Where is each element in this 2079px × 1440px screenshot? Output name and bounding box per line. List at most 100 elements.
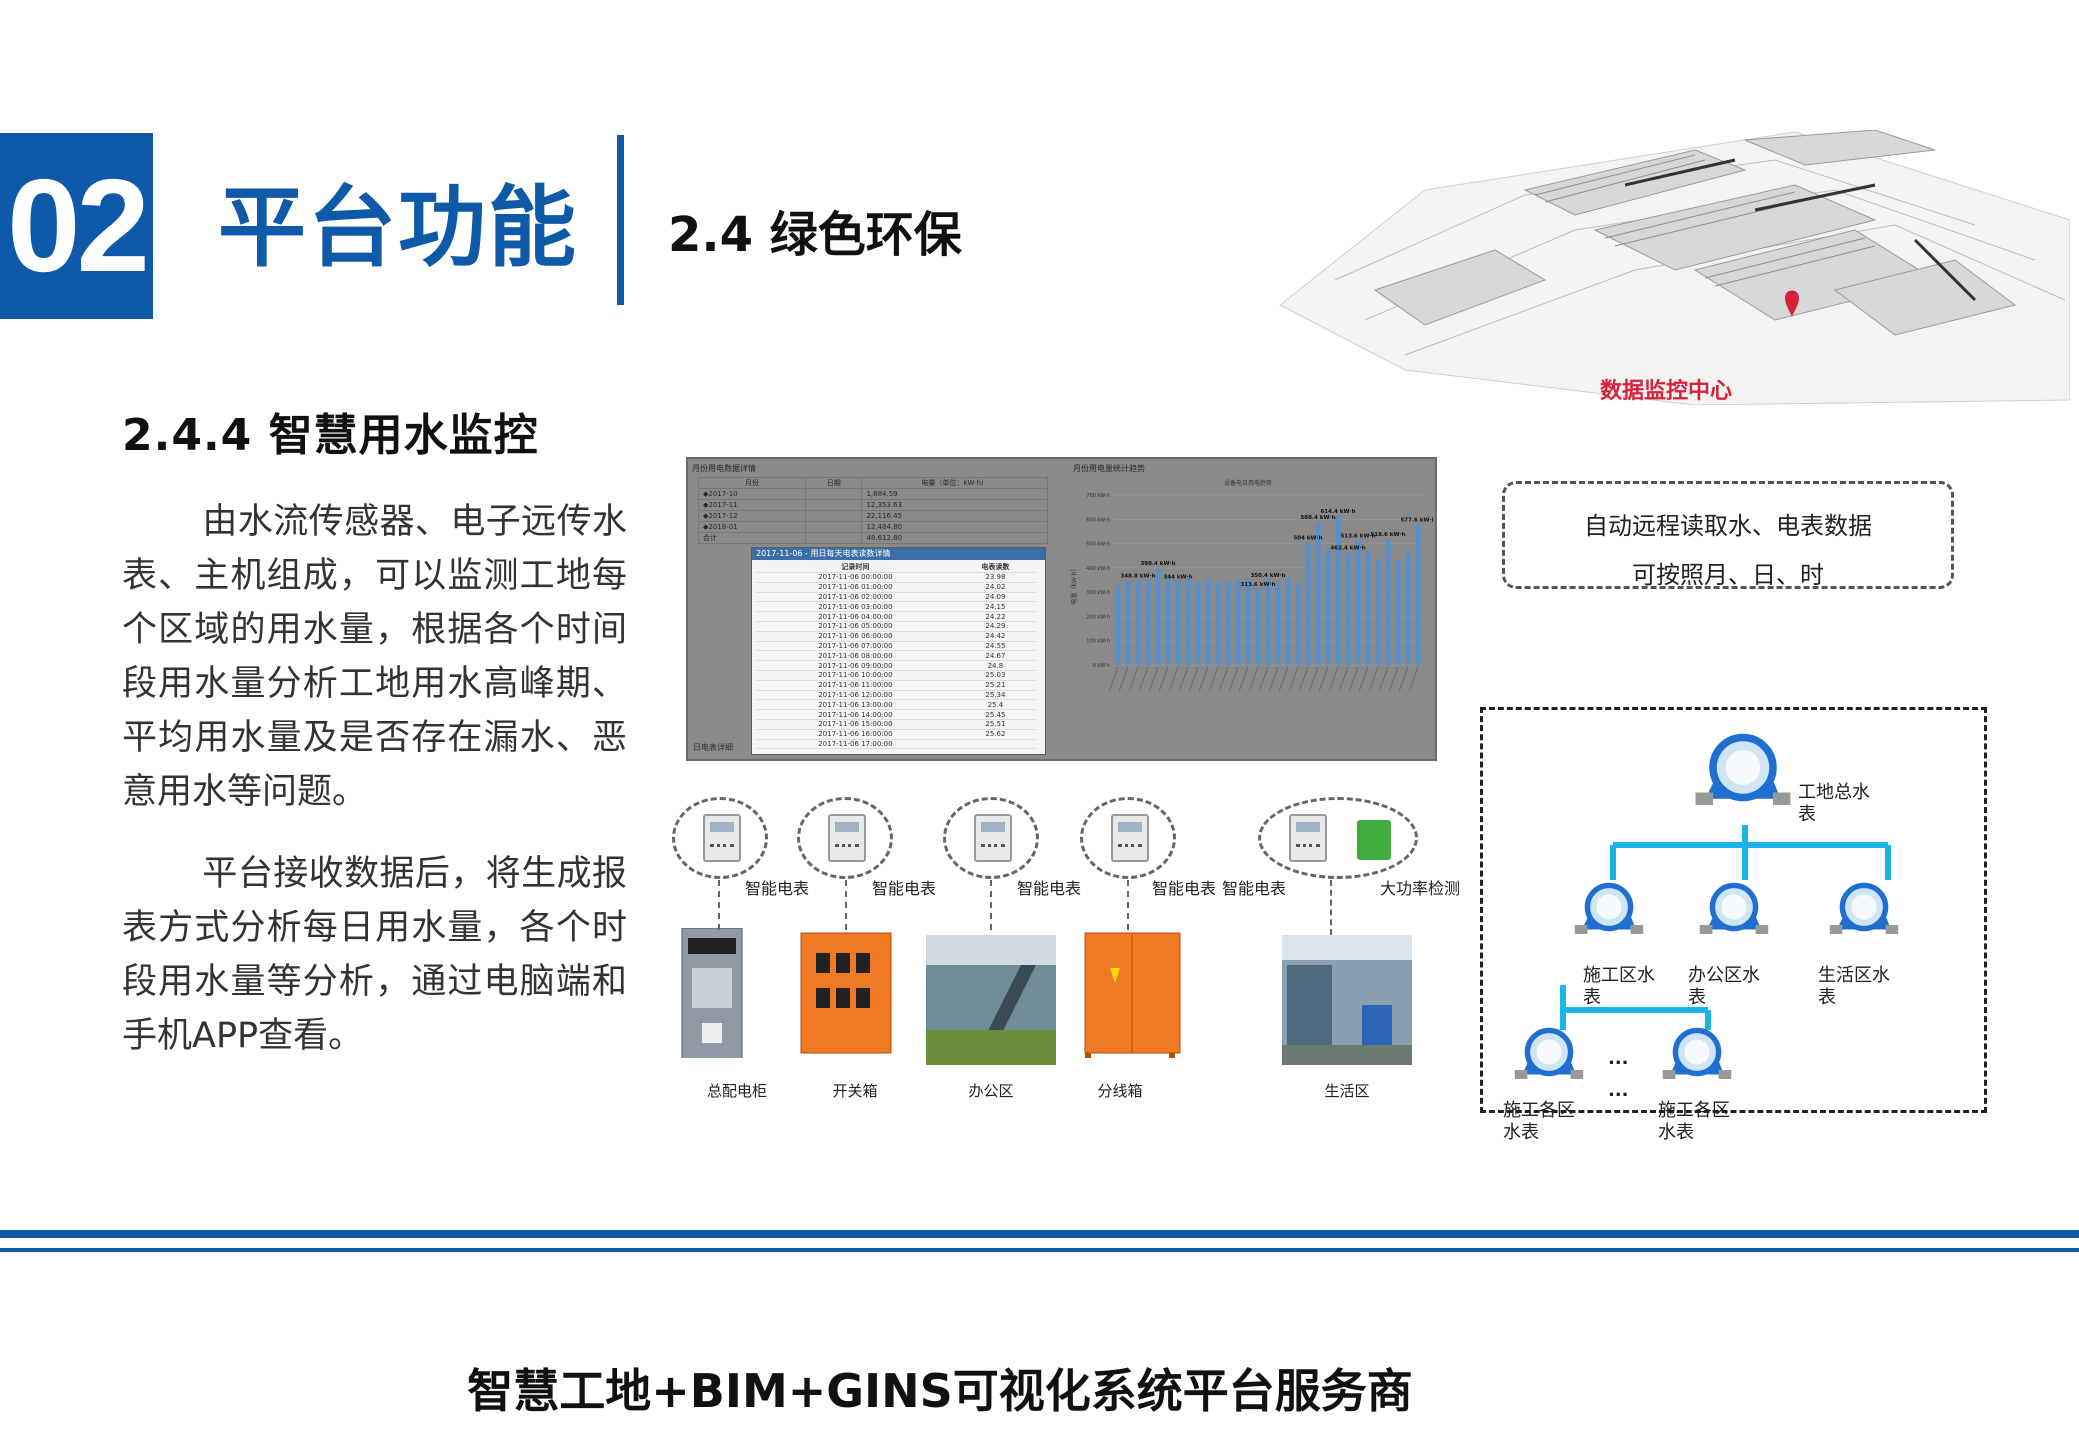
para1-text: 由水流传感器、电子远传水表、主机组成，可以监测工地每个区域的用水量，根据各个时间…: [122, 502, 627, 812]
summary-cell: [805, 521, 863, 533]
chart-bar: [1355, 540, 1361, 665]
tree-lines: [1560, 825, 1891, 1030]
meter-buttons: [981, 844, 1005, 852]
smart-meter-icon: [1289, 814, 1327, 862]
chart-xtick-mark: [1248, 666, 1259, 692]
site-photo-graphic: [1084, 932, 1181, 1058]
description-paragraph-1: 由水流传感器、电子远传水表、主机组成，可以监测工地每个区域的用水量，根据各个时间…: [122, 495, 627, 819]
sub-zone-meter-label-1: 施工各区水表: [1503, 1100, 1575, 1143]
chart-xtick-mark: [1218, 666, 1229, 692]
site-photo-graphic: [1282, 935, 1412, 1065]
chart-xtick-mark: [1258, 666, 1269, 692]
smart-meter-icon: [974, 814, 1012, 862]
power-detector-label: 大功率检测: [1380, 879, 1461, 898]
chart-data-label: 577.6 kW·h: [1400, 518, 1433, 524]
summary-cell: 1,684.59: [861, 488, 1048, 500]
summary-cell: 12,353.63: [861, 499, 1048, 511]
meter-buttons: [1118, 844, 1142, 852]
chart-ytick-label: 400 kW·h: [1086, 566, 1110, 572]
chart-xtick-mark: [1138, 666, 1149, 692]
chart-xtick-mark: [1408, 666, 1419, 692]
chart-bar: [1175, 581, 1181, 665]
chart-ytick-label: 700 kW·h: [1086, 493, 1110, 499]
chart-bar: [1345, 552, 1351, 665]
chart-ytick-label: 0 kW·h: [1093, 663, 1110, 669]
para2-text: 平台接收数据后，将生成报表方式分析每日用水量，各个时段用水量等分析，通过电脑端和…: [122, 854, 627, 1056]
dashed-connector: [1330, 880, 1332, 935]
summary-cell: 48,612.80: [861, 532, 1048, 544]
chart-xtick-mark: [1388, 666, 1399, 692]
popup-cell: 24.8: [954, 660, 1036, 671]
popup-cell: 24.09: [954, 592, 1036, 603]
chart-xtick-mark: [1278, 666, 1289, 692]
dashed-connector: [845, 880, 847, 930]
sub-zone-water-meter: [1513, 1025, 1585, 1101]
right-pane-title: 月份用电量统计趋势: [1073, 464, 1145, 473]
popup-cell: 2017-11-06 02:00:00: [756, 592, 955, 603]
summary-cell: ◆2018-01: [697, 521, 807, 533]
popup-cell: 25.21: [954, 680, 1036, 691]
chart-ytick-label: 600 kW·h: [1086, 517, 1110, 523]
popup-cell: 2017-11-06 07:00:00: [756, 641, 955, 652]
site-photo-graphic: [926, 935, 1056, 1065]
chart-xtick-mark: [1308, 666, 1319, 692]
smart-meter-icon: [828, 814, 866, 862]
water-meter-tree: 工地总水表施工区水表办公区水表生活区水表施工各区水表施工各区水表......: [1480, 707, 1987, 1143]
popup-cell: 2017-11-06 09:00:00: [756, 660, 955, 671]
left-pane-title: 月份用电数据详情: [692, 464, 756, 473]
water-meter-icon: [1574, 882, 1644, 934]
chart-xtick-mark: [1148, 666, 1159, 692]
site-photo-label: 分线箱: [1097, 1082, 1143, 1100]
chart-data-label: 350.4 kW·h: [1250, 573, 1285, 579]
chart-bar: [1195, 580, 1201, 665]
water-meter-icon: [1514, 1027, 1584, 1079]
dashed-connector: [718, 880, 720, 930]
chart-xtick-mark: [1368, 666, 1379, 692]
meter-buttons: [835, 844, 859, 852]
site-photo: [926, 935, 1056, 1065]
chart-data-label: 504 kW·h: [1293, 536, 1322, 542]
app-footer-label: 日电表详细: [693, 743, 733, 752]
summary-cell: ◆2017-11: [697, 499, 807, 511]
meter-buttons: [1296, 844, 1320, 852]
water-meter-icon: [1695, 733, 1791, 805]
popup-cell: 25.62: [954, 729, 1036, 740]
chart-bar: [1205, 579, 1211, 665]
info-line-1: 自动远程读取水、电表数据: [1584, 512, 1872, 540]
chart-bar: [1255, 588, 1261, 665]
chart-data-label: 513.6 kW·h: [1340, 533, 1375, 539]
site-photo-label: 生活区: [1324, 1082, 1370, 1100]
chart-xtick-mark: [1398, 666, 1409, 692]
popup-cell: 2017-11-06 08:00:00: [756, 650, 955, 662]
section-title: 平台功能: [218, 176, 579, 279]
popup-cell: 25.03: [954, 670, 1036, 681]
popup-title: 2017-11-06 - 用日每天电表读数详情: [752, 548, 1045, 560]
popup-cell: 2017-11-06 04:00:00: [756, 611, 955, 622]
smart-meter-label: 智能电表: [745, 879, 810, 898]
chart-bar: [1185, 578, 1191, 665]
popup-cell: 2017-11-06 13:00:00: [756, 699, 955, 711]
water-meter-icon: [1829, 882, 1899, 934]
chart-xtick-mark: [1358, 666, 1369, 692]
chart-xtick-mark: [1268, 666, 1279, 692]
chart-xtick-mark: [1348, 666, 1359, 692]
info-box: 自动远程读取水、电表数据 可按照月、日、时: [1502, 481, 1954, 589]
popup-cell: 24.67: [954, 650, 1036, 662]
summary-cell: [805, 510, 863, 522]
smart-meter-icon: [1111, 814, 1149, 862]
chart-ylabel: 电量（kW·h）: [1070, 565, 1078, 604]
sub-zone-meter-label-2: 施工各区水表: [1658, 1100, 1730, 1143]
popup-row: 2017-11-06 17:00:00: [756, 739, 1036, 750]
chart-data-label: 344 kW·h: [1163, 574, 1192, 580]
smart-meter-callout: [1258, 797, 1418, 879]
zone-water-meter: [1573, 880, 1645, 956]
